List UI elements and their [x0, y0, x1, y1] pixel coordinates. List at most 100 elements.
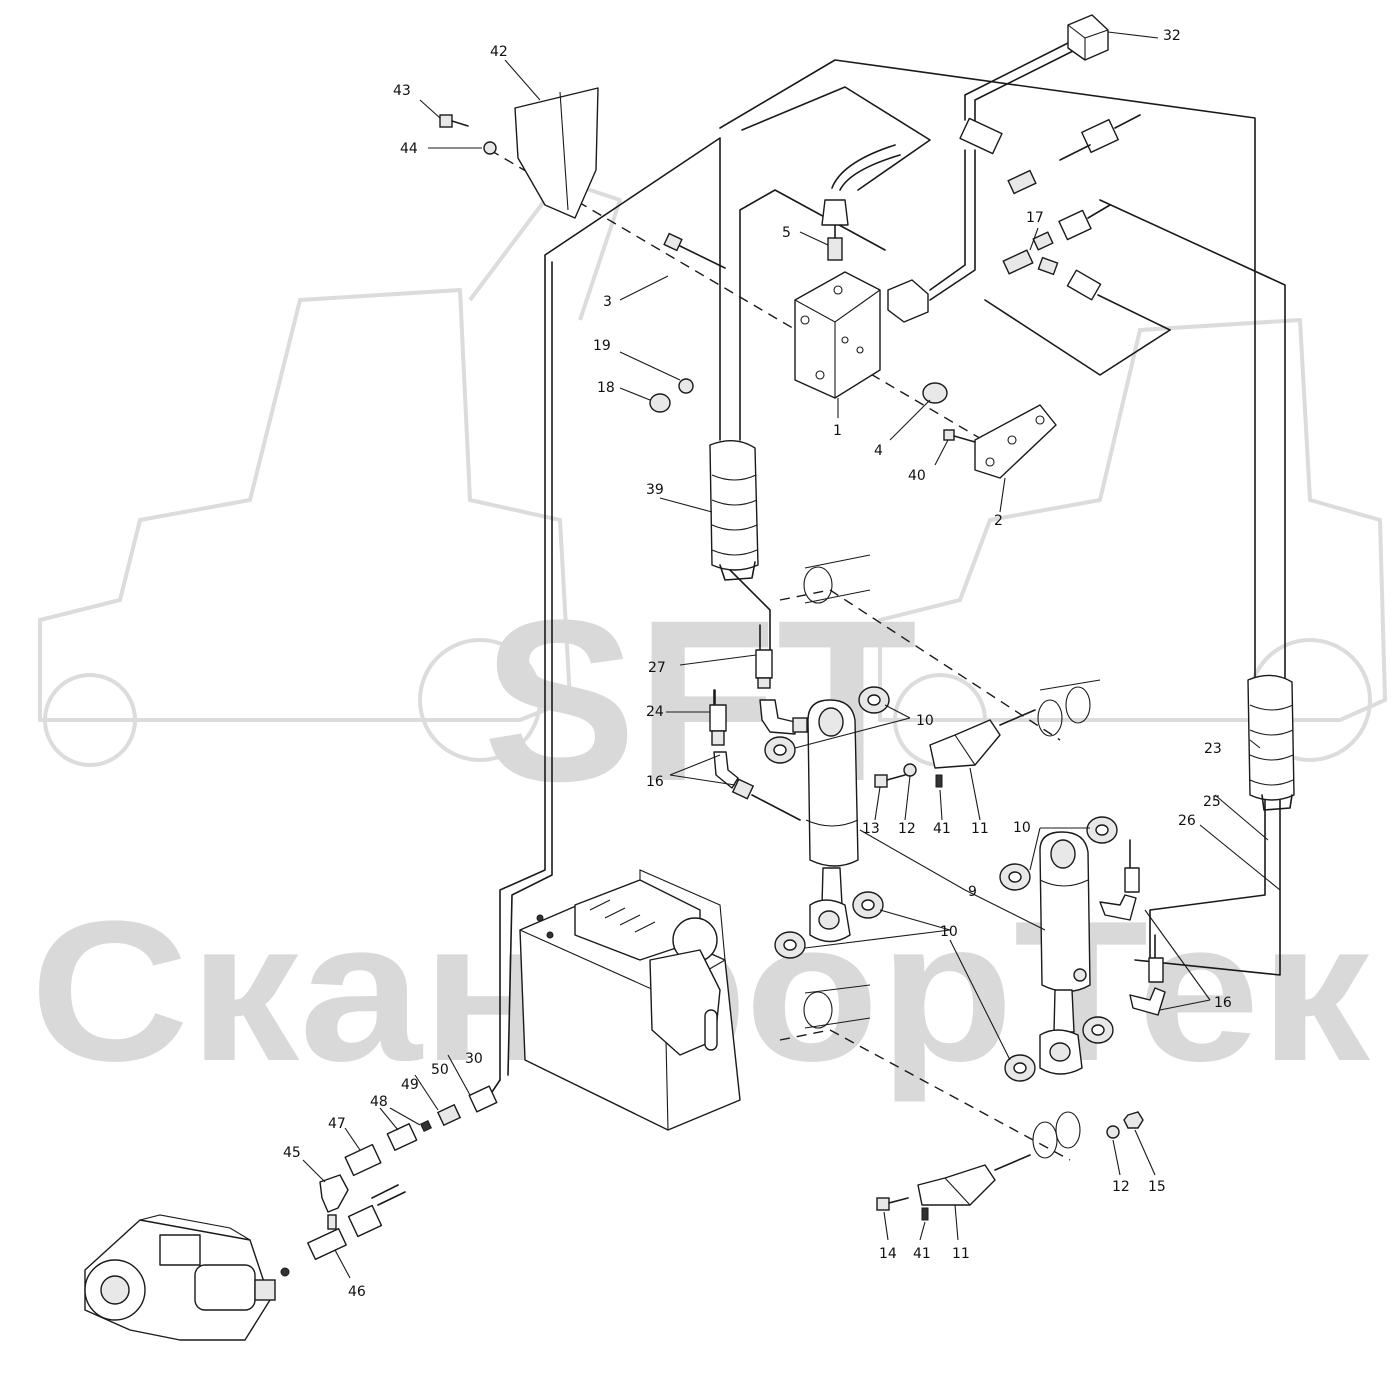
part-label-12-b: 12: [1112, 1179, 1130, 1195]
line-cable-32b: [974, 49, 1076, 129]
part-label-42: 42: [490, 44, 508, 60]
hydraulic-cylinder-9-right: [1039, 831, 1091, 1075]
watermark-tractor-left-icon: [38, 178, 622, 767]
assembly-guide-lines: [489, 149, 1071, 1161]
part-label-10-a: 10: [916, 713, 934, 729]
fitting-50: [436, 1103, 462, 1127]
hose-27: [755, 624, 773, 689]
tee-fitting-17: [1002, 204, 1171, 331]
part-label-41-b: 41: [913, 1246, 931, 1262]
washers-10: [764, 686, 1118, 1082]
part-label-10-b: 10: [1013, 820, 1031, 836]
part-label-5: 5: [782, 225, 791, 241]
part-label-49: 49: [401, 1077, 419, 1093]
part-label-32: 32: [1163, 28, 1181, 44]
bolt-14: [876, 1197, 909, 1211]
fitting-5: [821, 144, 901, 261]
part-label-11-a: 11: [971, 821, 989, 837]
fitting-30: [468, 1085, 498, 1113]
plug-18: [649, 393, 671, 413]
part-label-27: 27: [648, 660, 666, 676]
plate-2: [974, 404, 1057, 479]
part-label-2: 2: [994, 513, 1003, 529]
part-label-25: 25: [1203, 794, 1221, 810]
washer-44: [483, 141, 497, 155]
mounting-clevis-upper-right: [1037, 679, 1101, 737]
part-label-46: 46: [348, 1284, 366, 1300]
part-label-4: 4: [874, 443, 883, 459]
sensor-block-32: [1067, 14, 1109, 61]
hose-24: [709, 689, 727, 746]
pressure-line-left: [499, 137, 721, 1081]
pin-11-upper: [929, 709, 1036, 769]
hose-right-1: [1124, 839, 1140, 893]
part-label-16: 16: [646, 774, 664, 790]
mounting-clevis-upper-left: [803, 554, 871, 604]
part-label-3: 3: [603, 294, 612, 310]
bolt-13: [874, 774, 906, 788]
fitting-49: [420, 1120, 432, 1132]
part-label-17: 17: [1026, 210, 1044, 226]
part-label-45: 45: [283, 1145, 301, 1161]
line-to-cylinder-right: [1149, 799, 1266, 961]
part-label-9: 9: [968, 884, 977, 900]
line-cable-32: [964, 41, 1071, 121]
tee-fitting-46: [307, 1184, 406, 1261]
part-label-19: 19: [593, 338, 611, 354]
hydraulic-pump: [84, 1214, 290, 1341]
elbow-fitting-16-right-lower: [1129, 987, 1166, 1016]
mounting-clevis-lower-left: [803, 984, 871, 1029]
part-label-30: 30: [465, 1051, 483, 1067]
part-label-47: 47: [328, 1116, 346, 1132]
part-label-26: 26: [1178, 813, 1196, 829]
mounting-clevis-lower-right: [1032, 1111, 1081, 1159]
bolt-43: [439, 114, 469, 128]
valve-block-1: [794, 271, 881, 399]
part-label-43: 43: [393, 83, 411, 99]
leader-lines: [302, 31, 1281, 1279]
part-label-39: 39: [646, 482, 664, 498]
part-label-13: 13: [862, 821, 880, 837]
washer-12-upper: [903, 763, 917, 777]
grease-nipple-41-lower: [921, 1207, 929, 1221]
fitting-47: [344, 1143, 382, 1177]
hydraulic-tank: [519, 869, 741, 1131]
elbow-fitting-16-upper: [759, 699, 808, 735]
line-hose-27: [719, 559, 771, 651]
line-cable-sensor: [929, 149, 966, 291]
protective-sleeve-39: [709, 440, 759, 581]
part-label-44: 44: [400, 141, 418, 157]
part-label-14: 14: [879, 1246, 897, 1262]
part-label-48: 48: [370, 1094, 388, 1110]
part-label-12-a: 12: [898, 821, 916, 837]
seal-19: [678, 378, 694, 394]
part-label-40: 40: [908, 468, 926, 484]
part-label-23: 23: [1204, 741, 1222, 757]
hose-right-2: [1148, 934, 1164, 983]
part-label-1: 1: [833, 423, 842, 439]
protective-sleeve-23: [1247, 674, 1295, 811]
pressure-line-left-outer: [507, 261, 553, 1076]
elbow-fitting-16-lower: [713, 751, 801, 821]
part-label-15: 15: [1148, 1179, 1166, 1195]
line-to-cylinder-right-2: [1134, 799, 1281, 976]
fitting-48: [386, 1123, 418, 1151]
connector-upper: [959, 117, 1003, 155]
screw-40: [943, 429, 976, 443]
nut-15: [1123, 1111, 1144, 1129]
line-top-inner: [741, 86, 931, 191]
line-return-right: [984, 299, 1171, 376]
elbow-fitting-45: [319, 1174, 349, 1213]
line-cable-sensor-b: [929, 149, 976, 301]
tee-fitting-upper: [1007, 114, 1141, 195]
part-label-10-c: 10: [940, 924, 958, 940]
part-label-16-b: 16: [1214, 995, 1232, 1011]
spacer-4: [922, 382, 948, 404]
part-label-24: 24: [646, 704, 664, 720]
washer-12-lower: [1106, 1125, 1120, 1139]
sensor-block-lower: [887, 279, 929, 323]
line-top-loop: [719, 59, 1256, 681]
line-right-outer: [1099, 199, 1286, 691]
bolt-3: [663, 232, 726, 269]
